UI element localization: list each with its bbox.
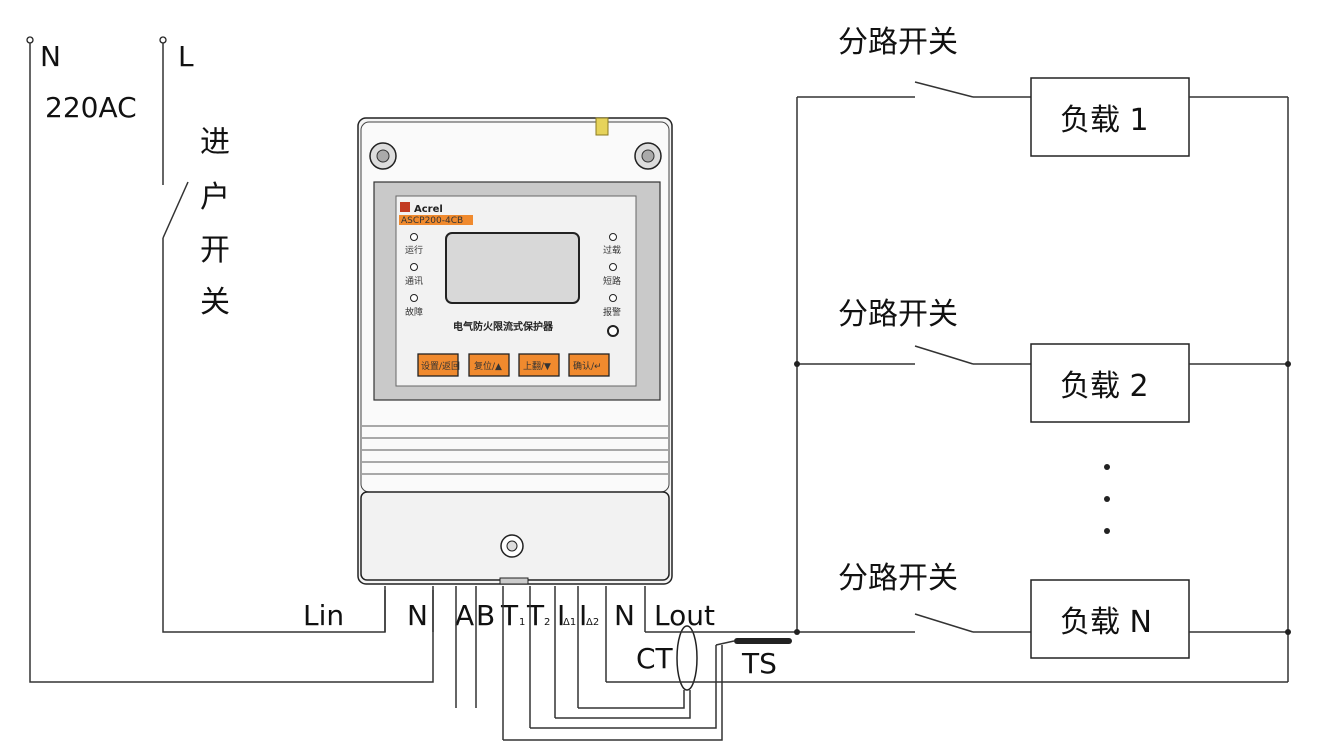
l-supply-label: L <box>178 40 194 73</box>
ts-label: TS <box>741 647 777 680</box>
protector-device: Acrel ASCP200-4CB 运行 通讯 故障 过载 短路 报警 电气防火… <box>357 117 673 585</box>
led-fault <box>410 294 418 302</box>
terminal-i1-sub: Δ1 <box>563 617 576 628</box>
branch-n-load-box <box>1030 579 1190 659</box>
terminal-i2: I <box>579 599 587 632</box>
terminal-lin: Lin <box>303 599 344 632</box>
page-down-button-label: 上翻/▼ <box>523 361 551 372</box>
branch-n-switch-blade <box>914 613 974 633</box>
led-short-label: 短路 <box>603 275 621 287</box>
ct-label: CT <box>636 642 674 675</box>
set-return-button-label: 设置/返回 <box>421 360 460 372</box>
branch-2-load-label: 负载 2 <box>1060 369 1149 404</box>
incoming-switch-char-4: 关 <box>200 285 230 320</box>
branch-2-load-box <box>1030 343 1190 423</box>
terminal-n-in: N <box>407 599 428 632</box>
set-return-button[interactable] <box>417 353 459 377</box>
voltage-label: 220AC <box>45 91 137 124</box>
branch-1-switch-blade <box>914 81 974 98</box>
branch-1-load-label: 负载 1 <box>1060 103 1149 138</box>
ct-wire-1 <box>578 690 685 709</box>
branch-n-load-label: 负载 N <box>1060 605 1152 640</box>
ct-wire-2 <box>555 690 691 719</box>
ellipsis-dot-1 <box>1104 464 1110 470</box>
page-down-button[interactable] <box>518 353 560 377</box>
terminal-a: A <box>455 599 474 632</box>
lcd-screen <box>445 232 580 304</box>
ellipsis-dot-2 <box>1104 496 1110 502</box>
device-name: 电气防火限流式保护器 <box>453 320 554 333</box>
ts-sensor <box>734 638 792 644</box>
led-comm <box>410 263 418 271</box>
reset-up-button[interactable] <box>468 353 510 377</box>
led-overload-label: 过载 <box>603 244 621 256</box>
led-fault-label: 故障 <box>405 306 423 318</box>
terminal-i1: I <box>557 599 565 632</box>
branch-n-phase-junction <box>794 629 800 635</box>
incoming-switch-char-2: 户 <box>200 180 230 215</box>
n-supply-terminal <box>26 36 34 44</box>
incoming-switch-char-1: 进 <box>200 125 230 160</box>
branch-2-switch-blade <box>914 345 974 365</box>
ellipsis-dot-3 <box>1104 528 1110 534</box>
branch-1-switch-label: 分路开关 <box>838 25 958 60</box>
terminal-b: B <box>476 599 495 632</box>
l-supply-terminal <box>159 36 167 44</box>
confirm-button-label: 确认/↵ <box>573 360 602 372</box>
led-overload <box>609 233 617 241</box>
branch-n-neutral-junction <box>1285 629 1291 635</box>
branch-1-load-box <box>1030 77 1190 157</box>
brand-name: Acrel <box>414 204 443 215</box>
model-label: ASCP200-4CB <box>401 216 463 226</box>
brand-logo-icon <box>400 202 410 212</box>
led-run-label: 运行 <box>405 244 423 256</box>
terminal-t1: T <box>500 599 519 632</box>
confirm-button[interactable] <box>568 353 610 377</box>
model-badge <box>399 215 473 225</box>
ct-sensor <box>676 625 698 691</box>
reset-up-button-label: 复位/▲ <box>474 360 502 372</box>
terminal-i2-sub: Δ2 <box>586 617 599 628</box>
terminal-t2: T <box>526 599 545 632</box>
n-supply-label: N <box>40 40 61 73</box>
led-short <box>609 263 617 271</box>
branch-2-neutral-junction <box>1285 361 1291 367</box>
terminal-separators <box>384 586 646 740</box>
led-run <box>410 233 418 241</box>
n-supply-wire <box>29 43 434 683</box>
l-supply-wire-bottom <box>162 238 386 633</box>
led-comm-label: 通讯 <box>405 276 423 287</box>
test-knob[interactable] <box>607 325 619 337</box>
incoming-switch-char-3: 开 <box>200 233 230 268</box>
ts-lead <box>715 640 735 646</box>
antenna <box>595 117 609 136</box>
terminal-t2-sub: 2 <box>544 617 550 628</box>
led-alarm <box>609 294 617 302</box>
branch-2-switch-label: 分路开关 <box>838 297 958 332</box>
branch-2-phase-junction <box>794 361 800 367</box>
vent-slots <box>362 425 668 475</box>
terminal-n-out: N <box>614 599 635 632</box>
led-alarm-label: 报警 <box>603 306 621 318</box>
terminal-t1-sub: 1 <box>519 617 525 628</box>
ts-wire-2 <box>503 645 723 741</box>
ts-wire-1 <box>530 645 717 729</box>
incoming-switch-blade <box>162 181 189 239</box>
branch-n-switch-label: 分路开关 <box>838 561 958 596</box>
